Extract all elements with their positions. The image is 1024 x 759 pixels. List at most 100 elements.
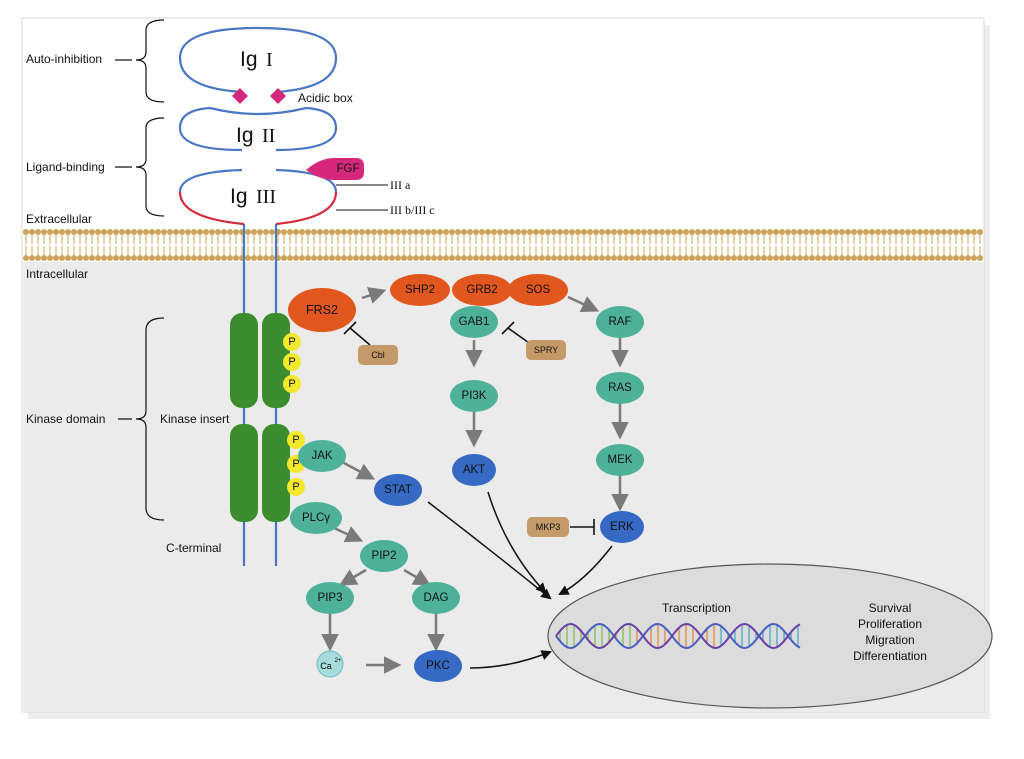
ig2-top [209,106,307,116]
phospho-label: P [292,481,299,493]
inhibitor-mkp3: MKP3 [527,517,569,537]
node-pip2: PIP2 [360,540,408,572]
node-pkc-label: PKC [426,660,450,672]
node-sos-label: SOS [526,284,551,296]
phospho-label: P [292,434,299,446]
inhibitor-cbl-label: Cbl [371,350,385,360]
node-frs2-label: FRS2 [306,303,338,317]
node-jak-label: JAK [311,450,332,462]
calcium-label: Ca [320,661,332,671]
phospho-label: P [292,458,299,470]
node-mek-label: MEK [608,454,633,466]
fgf-ligand: FGF [306,158,364,180]
node-grb2-label: GRB2 [466,284,497,296]
node-stat-label: STAT [384,484,412,496]
node-mek: MEK [596,444,644,476]
outcome-item: Survival [869,601,912,615]
kinase-insert-label: Kinase insert [160,412,230,426]
ig3-lower-red [178,191,338,226]
node-jak: JAK [298,440,346,472]
node-erk-label: ERK [610,521,634,533]
node-shp2: SHP2 [390,274,450,306]
ig2-loop [178,106,338,152]
node-dag: DAG [412,582,460,614]
kinase-domain-brace [118,317,165,521]
node-pkc: PKC [414,650,462,682]
node-plcy: PLCγ [290,502,342,534]
pathway-arrows [321,287,629,674]
inhibition-bars [343,321,595,535]
inhibitor-mkp3-label: MKP3 [536,522,561,532]
cell-membrane [23,229,983,261]
node-shp2-label: SHP2 [405,284,435,296]
node-pi3k: PI3K [450,380,498,412]
phospho-label: P [288,378,295,390]
node-pip3: PIP3 [306,582,354,614]
node-ras: RAS [596,372,644,404]
phospho-group: P [287,478,305,496]
phospho-label: P [288,336,295,348]
ligand-binding-brace [115,117,165,217]
node-akt: AKT [452,454,496,486]
intracellular-label: Intracellular [26,267,88,281]
inhibitor-spry: SPRY [526,340,566,360]
calcium-charge: 2+ [335,658,342,664]
node-raf: RAF [596,306,644,338]
isoform-bc-label: III b/III c [390,203,435,217]
phospho-group: P [283,333,301,351]
nucleus-arrows [427,491,613,669]
ig3-prefix: Ig [230,185,248,208]
outcome-item: Migration [865,633,914,647]
outcome-item: Differentiation [853,649,927,663]
c-terminal-label: C-terminal [166,541,221,555]
node-sos: SOS [508,274,568,306]
ig2-numeral: II [262,125,275,147]
fgf-label: FGF [337,163,360,175]
node-ras-label: RAS [608,382,632,394]
inhibitor-spry-label: SPRY [534,345,558,355]
kinase-blocks [230,313,290,522]
transcription-label: Transcription [662,601,731,615]
node-stat: STAT [374,474,422,506]
isoform-a-label: III a [390,178,411,192]
auto-inhibition-label: Auto-inhibition [26,52,102,66]
acidic-box-label: Acidic box [298,91,353,105]
node-frs2: FRS2 [288,288,356,332]
kinase-domain-label: Kinase domain [26,412,105,426]
ig2-prefix: Ig [236,124,254,147]
extracellular-label: Extracellular [26,212,92,226]
node-grb2: GRB2 [452,274,512,306]
node-pi3k-label: PI3K [462,390,487,402]
node-pip3-label: PIP3 [318,592,343,604]
ig3-numeral: III [256,186,276,208]
node-gab1-label: GAB1 [459,316,490,328]
node-gab1: GAB1 [450,306,498,338]
ig1-loop [178,26,338,94]
phospho-group: P [283,353,301,371]
acidic-box-diamonds [232,88,286,104]
dna-helix [555,623,801,649]
node-dag-label: DAG [424,592,449,604]
phospho-label: P [288,356,295,368]
phospho-group: P [283,375,301,393]
ligand-binding-label: Ligand-binding [26,160,105,174]
inhibitor-cbl: Cbl [358,345,398,365]
signaling-nodes: FRS2 SHP2 GRB2 SOS GAB1 RAF RAS MEK ERK PI3K AKT JA… [288,274,644,682]
ig3-upper-left [178,168,243,193]
calcium-node: Ca 2+ [316,650,344,678]
ig1-numeral: I [266,49,273,71]
cellular-outcomes: SurvivalProliferationMigrationDifferenti… [853,601,927,663]
node-plcy-label: PLCγ [302,512,330,524]
auto-inhibition-brace [115,19,165,103]
ig1-prefix: Ig [240,48,258,71]
phospho-group: P [287,431,305,449]
outcome-item: Proliferation [858,617,922,631]
node-pip2-label: PIP2 [372,550,397,562]
node-erk: ERK [600,511,644,543]
node-akt-label: AKT [463,464,485,476]
region-braces [115,19,165,521]
node-raf-label: RAF [609,316,632,328]
